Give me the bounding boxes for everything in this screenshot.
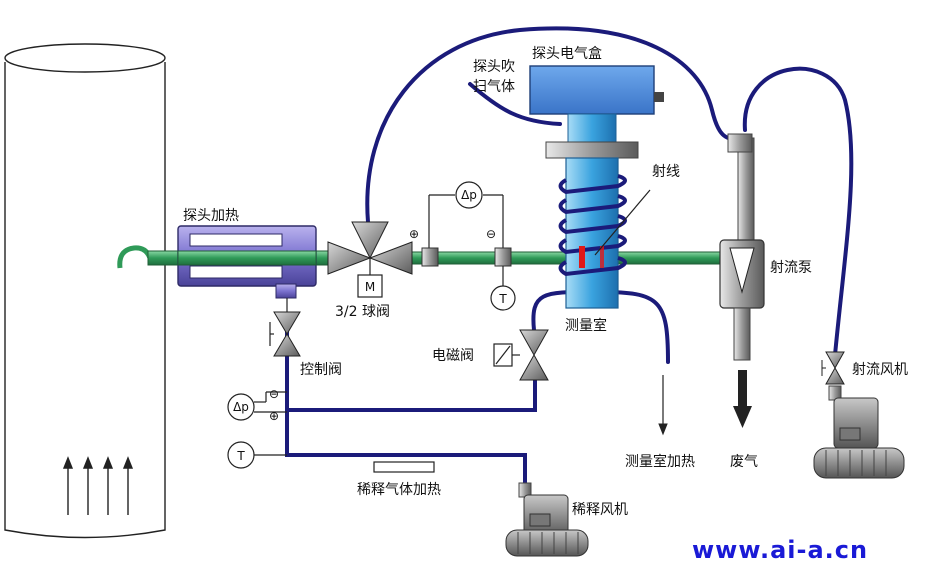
dilution-fan [505,482,589,557]
radiation-source [579,246,585,268]
dp-left-label: Δp [233,400,249,414]
control-valve-label: 控制阀 [300,362,342,378]
dilution-heater [373,461,435,473]
probe-electrical-box [529,65,664,115]
heating-coil [558,174,627,277]
differential-pressure-top: Δp ⊕ ⊖ T [409,181,516,311]
chimney [4,43,166,539]
ball-valve-label: 3/2 球阀 [335,304,390,320]
motor-actuator [357,274,383,298]
solenoid-valve[interactable] [493,329,549,381]
temperature-sensor-left: T [227,441,287,469]
temperature-sensor-top [490,285,516,311]
watermark-text: www.ai-a.cn [692,536,868,564]
temp-top-label: T [498,292,507,306]
dilution-fan-label: 稀释风机 [572,502,628,518]
measurement-chamber-label: 测量室 [565,317,607,334]
exhaust-arrow [733,370,752,428]
probe-heating-label: 探头加热 [183,208,239,224]
cables [285,26,854,487]
differential-pressure-left: Δp ⊖ ⊕ [227,387,287,423]
jet-fan-label: 射流风机 [852,362,908,378]
electrical-box-label: 探头电气盒 [532,45,602,62]
jet-fan [813,385,905,479]
minus-top-symbol: ⊖ [486,227,496,241]
dp-top-label: Δp [461,188,477,202]
minus-left-symbol: ⊖ [269,387,279,401]
motor-label: M [365,280,375,294]
plus-top-symbol: ⊕ [409,227,419,241]
ball-valve-3-2[interactable]: M [327,221,413,298]
control-valve[interactable] [269,298,301,357]
exhaust-label: 废气 [730,454,758,470]
flue-gas-flow-arrows [62,456,134,515]
probe-purge-label-2: 扫气体 [473,79,515,95]
plus-left-symbol: ⊕ [269,409,279,423]
measurement-chamber [545,113,639,309]
chamber-heating-label: 测量室加热 [625,453,695,470]
solenoid-valve-label: 电磁阀 [432,348,474,364]
probe-heater [177,225,317,299]
jet-pump [719,133,765,361]
temp-left-label: T [236,449,245,463]
dilution-heating-label: 稀释气体加热 [357,482,441,498]
jet-fan-valve[interactable] [821,351,845,385]
jet-pump-label: 射流泵 [770,260,812,276]
chamber-heating-arrow [658,375,668,436]
ray-label: 射线 [652,164,680,180]
probe-purge-label: 探头吹 [473,59,515,75]
